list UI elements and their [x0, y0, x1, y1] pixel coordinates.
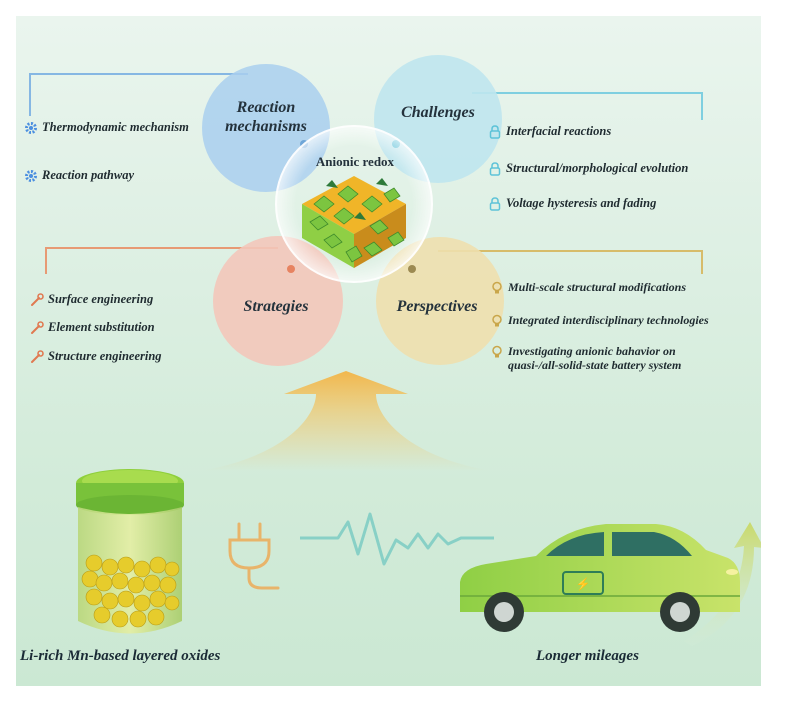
strategies-item-element: Element substitution	[30, 320, 155, 335]
diagram-graphics: ⚡	[29, 55, 761, 646]
wrench-icon	[30, 293, 44, 307]
reaction-title: Reaction mechanisms	[225, 99, 307, 135]
figure-canvas: ⚡ Reaction mechanisms Challenges Anionic…	[16, 16, 761, 686]
perspectives-item-investigating: Investigating anionic bahavior on quasi-…	[490, 344, 681, 372]
lock-icon	[488, 125, 502, 139]
connector-perspectives	[438, 250, 703, 274]
battery-icon	[76, 469, 184, 634]
challenges-item-structural: Structural/morphological evolution	[488, 161, 688, 176]
svg-text:⚡: ⚡	[576, 577, 591, 591]
strategies-title: Strategies	[243, 298, 309, 315]
lock-icon	[488, 162, 502, 176]
connector-challenges	[472, 92, 703, 120]
gear-icon	[24, 121, 38, 135]
gear-icon	[24, 169, 38, 183]
upward-fan-arrow	[201, 371, 491, 471]
wrench-icon	[30, 350, 44, 364]
reaction-item-thermodynamic: Thermodynamic mechanism	[24, 120, 189, 135]
wrench-icon	[30, 321, 44, 335]
lightbulb-icon	[490, 281, 504, 295]
perspectives-title: Perspectives	[396, 298, 478, 315]
challenges-item-interfacial: Interfacial reactions	[488, 124, 611, 139]
connector-reaction	[29, 73, 248, 116]
lightbulb-icon	[490, 314, 504, 328]
anionic-redox-label: Anionic redox	[315, 154, 395, 169]
perspectives-item-integrated: Integrated interdisciplinary technologie…	[490, 313, 709, 328]
strategies-item-structure: Structure engineering	[30, 349, 162, 364]
rising-arrow-icon	[684, 522, 761, 646]
strategies-item-surface: Surface engineering	[30, 292, 153, 307]
battery-caption: Li-rich Mn-based layered oxides	[20, 648, 221, 664]
perspectives-item-multiscale: Multi-scale structural modifications	[490, 280, 686, 295]
plug-icon	[228, 522, 280, 590]
reaction-item-pathway: Reaction pathway	[24, 168, 134, 183]
lock-icon	[488, 197, 502, 211]
car-caption: Longer mileages	[536, 648, 639, 664]
challenges-title: Challenges	[401, 104, 475, 121]
crystal-structure-icon	[302, 176, 406, 268]
challenges-item-voltage: Voltage hysteresis and fading	[488, 196, 656, 211]
signal-wave-icon	[300, 512, 494, 566]
car-icon: ⚡	[460, 524, 740, 632]
lightbulb-icon	[490, 345, 504, 359]
connector-strategies	[45, 247, 278, 274]
